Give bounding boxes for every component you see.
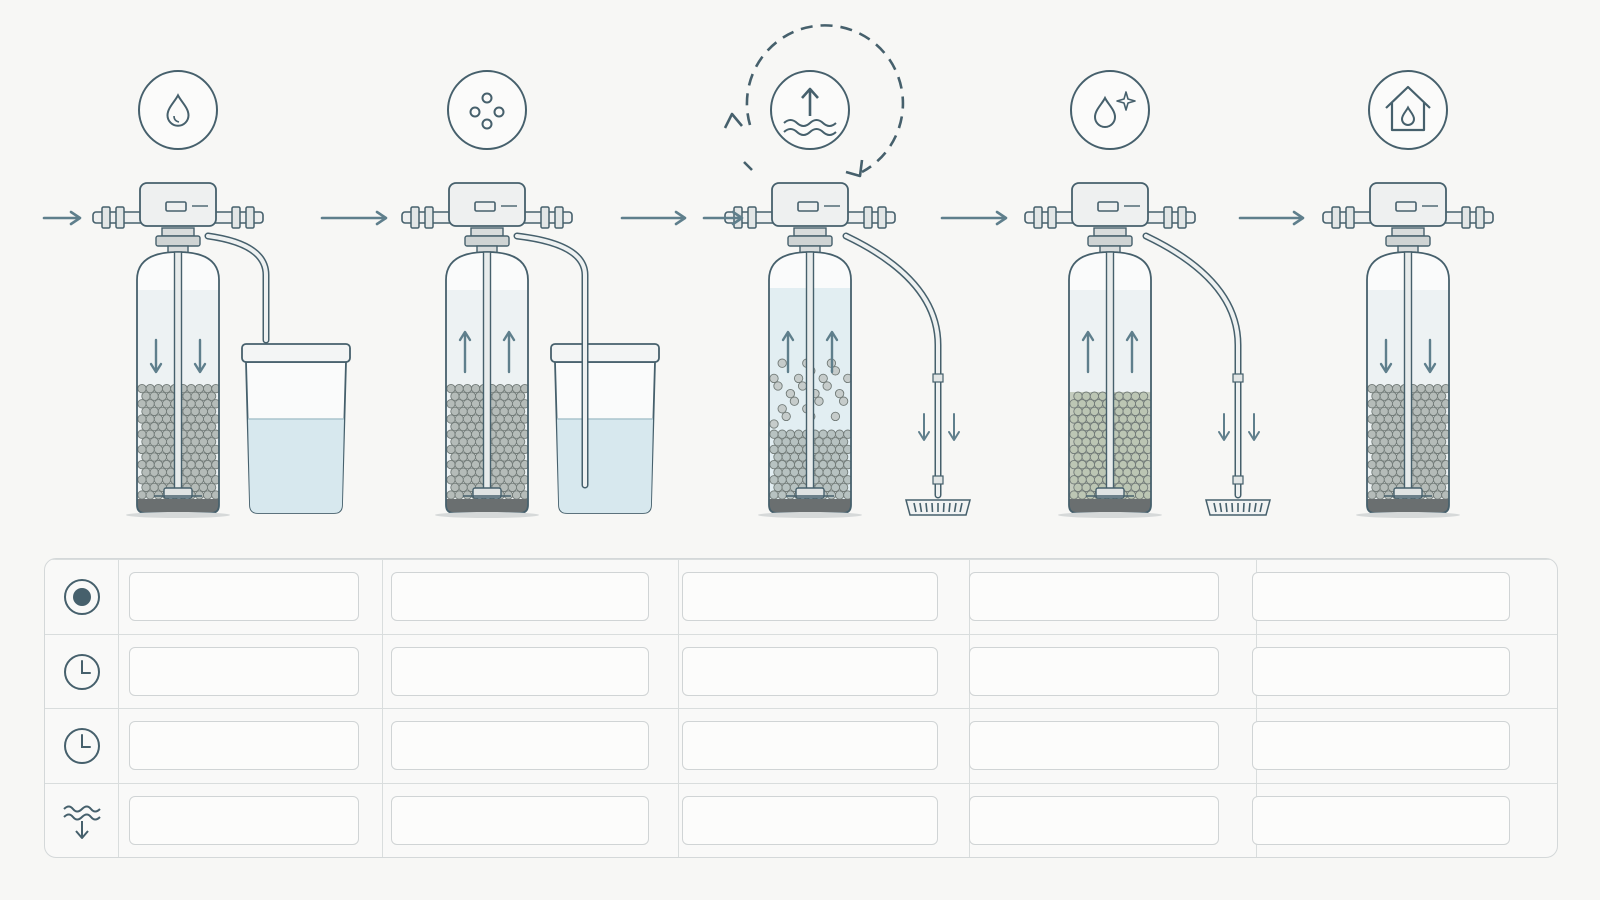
table-cell-input[interactable]	[1252, 646, 1510, 696]
resin-tank	[758, 251, 862, 518]
flow-arrow	[620, 210, 687, 226]
table-cell-input[interactable]	[129, 721, 359, 770]
table-cell-input[interactable]	[1252, 572, 1510, 621]
stage-4	[1024, 70, 1271, 518]
stage-2	[401, 70, 660, 518]
table-cell-input[interactable]	[682, 646, 938, 696]
wave-drain-icon	[45, 784, 118, 858]
drain-line	[842, 232, 971, 516]
flow-arrows-up	[1081, 330, 1139, 374]
resin-tank	[1356, 251, 1460, 518]
table-cell-input[interactable]	[129, 795, 359, 845]
control-valve-head	[139, 182, 217, 255]
table-cell-input[interactable]	[129, 572, 359, 621]
stage-3	[723, 24, 971, 518]
radio-selected-icon[interactable]	[45, 560, 118, 634]
table-cell-input[interactable]	[1252, 721, 1510, 770]
table-cell-input[interactable]	[969, 572, 1219, 621]
control-valve-head	[1369, 182, 1447, 255]
table-cell-input[interactable]	[391, 572, 649, 621]
flow-arrows-up	[781, 330, 839, 374]
table-cell-input[interactable]	[1252, 795, 1510, 845]
flow-arrows-down	[1379, 338, 1437, 374]
table-cell-input[interactable]	[682, 795, 938, 845]
table-cell-input[interactable]	[969, 646, 1219, 696]
table-row	[45, 782, 1557, 858]
flow-arrow	[702, 210, 744, 226]
table-cell-input[interactable]	[969, 795, 1219, 845]
house-drop-icon	[1385, 85, 1431, 132]
flow-arrow	[320, 210, 388, 226]
resin-tank	[435, 251, 539, 518]
softener-cycle-diagram	[42, 24, 1494, 518]
flow-arrow	[940, 210, 1008, 226]
table-cell-input[interactable]	[682, 721, 938, 770]
brine-tank	[204, 232, 351, 514]
resin-tank	[1058, 251, 1162, 518]
table-row	[45, 708, 1557, 783]
table-cell-input[interactable]	[391, 646, 649, 696]
sparkle-drop-icon	[1093, 91, 1136, 128]
flow-arrows-down	[149, 338, 207, 374]
flow-arrows-up	[458, 330, 516, 374]
cycle-loop-icon	[723, 24, 905, 178]
floor-drain-icon	[1205, 499, 1271, 516]
control-valve-head	[1071, 182, 1149, 255]
drain-line	[1142, 232, 1271, 516]
backwash-icon	[783, 87, 837, 136]
control-valve-head	[771, 182, 849, 255]
cycle-parameter-table	[44, 558, 1558, 858]
clock-icon	[45, 635, 118, 709]
clock-icon	[45, 709, 118, 783]
bubbles-icon	[469, 92, 505, 130]
flow-arrow	[1238, 210, 1305, 226]
inlet-flow-arrow	[42, 210, 82, 226]
table-cell-input[interactable]	[391, 721, 649, 770]
table-cell-input[interactable]	[129, 646, 359, 696]
table-cell-input[interactable]	[969, 721, 1219, 770]
water-drop-icon	[166, 93, 190, 127]
control-valve-head	[448, 182, 526, 255]
stage-1	[92, 70, 351, 518]
stage-5	[1322, 70, 1494, 518]
table-cell-input[interactable]	[682, 572, 938, 621]
table-row	[45, 633, 1557, 709]
resin-tank	[126, 251, 230, 518]
table-row	[45, 559, 1557, 634]
brine-tank	[513, 232, 660, 514]
table-cell-input[interactable]	[391, 795, 649, 845]
floor-drain-icon	[905, 499, 971, 516]
